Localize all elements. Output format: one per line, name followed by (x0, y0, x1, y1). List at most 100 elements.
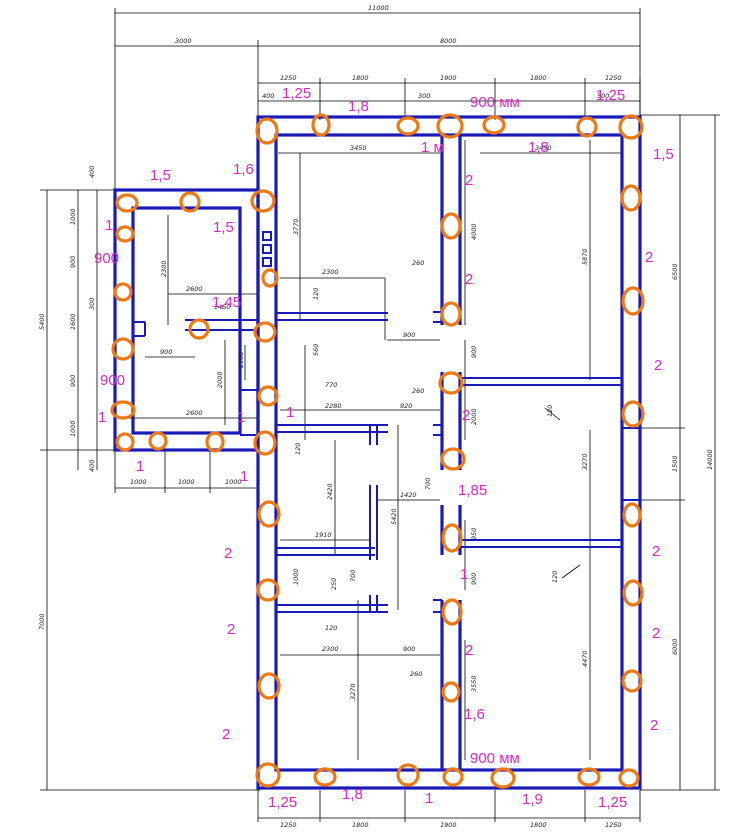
pier-marker (179, 191, 201, 213)
annotation-label: 2 (652, 625, 660, 642)
dim-260-a: 260 (412, 259, 424, 267)
pier-marker (440, 301, 462, 327)
dim-left-part-2: 1000 (69, 208, 77, 225)
dim-right-part-3: 6000 (671, 638, 679, 655)
dim-4470: 4470 (581, 650, 589, 667)
dim-260-b: 260 (412, 387, 424, 395)
pier-marker (115, 432, 135, 452)
dim-260-c: 260 (410, 670, 422, 678)
pier-size-annotations: 1,25 1,8 900 мм 1,25 1 м 1,8 1,5 1,5 1,6… (94, 85, 674, 811)
dim-120-b: 120 (546, 405, 554, 417)
dim-bottom-seg-5: 1250 (605, 821, 622, 829)
annotation-label: 2 (654, 357, 662, 374)
pier-marker (257, 672, 281, 700)
dim-bottom-seg-3: 1900 (440, 821, 457, 829)
dim-3450-left: 3450 (350, 144, 367, 152)
dim-top-overall: 11000 (368, 4, 389, 12)
pier-marker (255, 762, 281, 788)
annotation-label: 1,5 (213, 219, 234, 236)
pier-marker (261, 268, 279, 288)
pier-marker (115, 193, 139, 213)
pier-marker (621, 286, 645, 316)
dim-left-part-6: 900 (69, 375, 77, 387)
dim-3270: 3270 (581, 453, 589, 470)
annotation-label: 1 (136, 458, 144, 475)
dim-4000: 4000 (470, 223, 478, 240)
pier-marker (250, 189, 276, 213)
pier-marker (253, 321, 277, 343)
dim-2000: 2000 (216, 371, 224, 388)
annotation-label: 1 (237, 409, 245, 426)
pier-marker (577, 767, 601, 787)
annotation-label: 1,25 (268, 794, 297, 811)
pier-marker (441, 598, 463, 626)
annotation-label: 1 (286, 404, 294, 421)
annotation-label: 900 (94, 250, 119, 267)
pier-marker (253, 430, 277, 456)
dim-2100: 2100 (237, 351, 245, 368)
pier-marker (115, 225, 135, 243)
pier-marker (436, 113, 464, 139)
dim-top-small-c: 500 (597, 92, 609, 100)
annotation-label: 2 (645, 249, 653, 266)
pier-marker (113, 282, 133, 302)
dim-120-d: 120 (325, 624, 337, 632)
pier-marker (441, 523, 463, 553)
annotation-label: 1,8 (342, 786, 363, 803)
pier-marker (490, 767, 516, 789)
dim-right-total: 14000 (706, 449, 714, 470)
dimension-labels: 11000 3000 8000 1250 1800 1900 1800 1250… (38, 4, 714, 829)
annotation-label: 2 (465, 172, 473, 189)
pier-marker (257, 500, 281, 528)
pier-marker (441, 681, 461, 703)
annotation-label: 2 (465, 642, 473, 659)
annotation-label: 1,9 (522, 791, 543, 808)
dim-900-left: 900 (160, 348, 172, 356)
dim-3770: 3770 (292, 218, 300, 235)
pier-marker (438, 371, 464, 395)
dim-120-a: 120 (312, 288, 320, 300)
annotation-label: 1 (425, 790, 433, 807)
annotation-label: 2 (227, 621, 235, 638)
pier-marker (620, 184, 642, 212)
dim-900-b: 900 (470, 573, 478, 585)
dim-left-bottom-1: 1000 (130, 478, 147, 486)
annotation-label: 900 (100, 372, 125, 389)
dim-top-small-b: 300 (418, 92, 430, 100)
dim-lower-left: 7000 (38, 613, 46, 630)
dim-2300-top: 2300 (322, 268, 339, 276)
annotation-label: 2 (465, 271, 473, 288)
pier-marker (618, 768, 640, 788)
dim-left-part-7: 1000 (69, 420, 77, 437)
dim-700-b: 700 (349, 570, 357, 582)
dim-left-part-1: 400 (88, 166, 96, 178)
annotation-label: 2 (650, 717, 658, 734)
dim-top-seg-5: 1250 (605, 74, 622, 82)
dim-left-part-3: 900 (69, 256, 77, 268)
pier-marker (618, 114, 644, 140)
dim-bottom-seg-1: 1250 (280, 821, 297, 829)
dim-120-c: 120 (294, 443, 302, 455)
dim-top-small-a: 400 (262, 92, 274, 100)
dim-2420: 2420 (326, 483, 334, 500)
dim-920: 920 (400, 402, 412, 410)
annotation-label: 900 мм (470, 94, 520, 111)
dim-2300-left: 2300 (160, 260, 168, 277)
pier-marker (205, 431, 225, 453)
annotation-label: 1,8 (348, 98, 369, 115)
pier-marker (622, 502, 642, 528)
dim-top-left-section: 3000 (175, 37, 192, 45)
dim-right-part-1: 6500 (671, 263, 679, 280)
dim-bottom-seg-2: 1800 (352, 821, 369, 829)
dim-950: 950 (470, 528, 478, 540)
dim-top-seg-4: 1800 (530, 74, 547, 82)
pier-marker (396, 116, 420, 136)
dim-900-vert: 900 (470, 346, 478, 358)
annotation-label: 1 (460, 566, 468, 583)
dim-120-e: 120 (551, 571, 559, 583)
pier-markers (110, 113, 645, 789)
dim-left-bottom-2: 1000 (178, 478, 195, 486)
dim-top-right-section: 8000 (440, 37, 457, 45)
pier-marker (396, 763, 420, 787)
annotation-label: 1 м (421, 139, 444, 156)
